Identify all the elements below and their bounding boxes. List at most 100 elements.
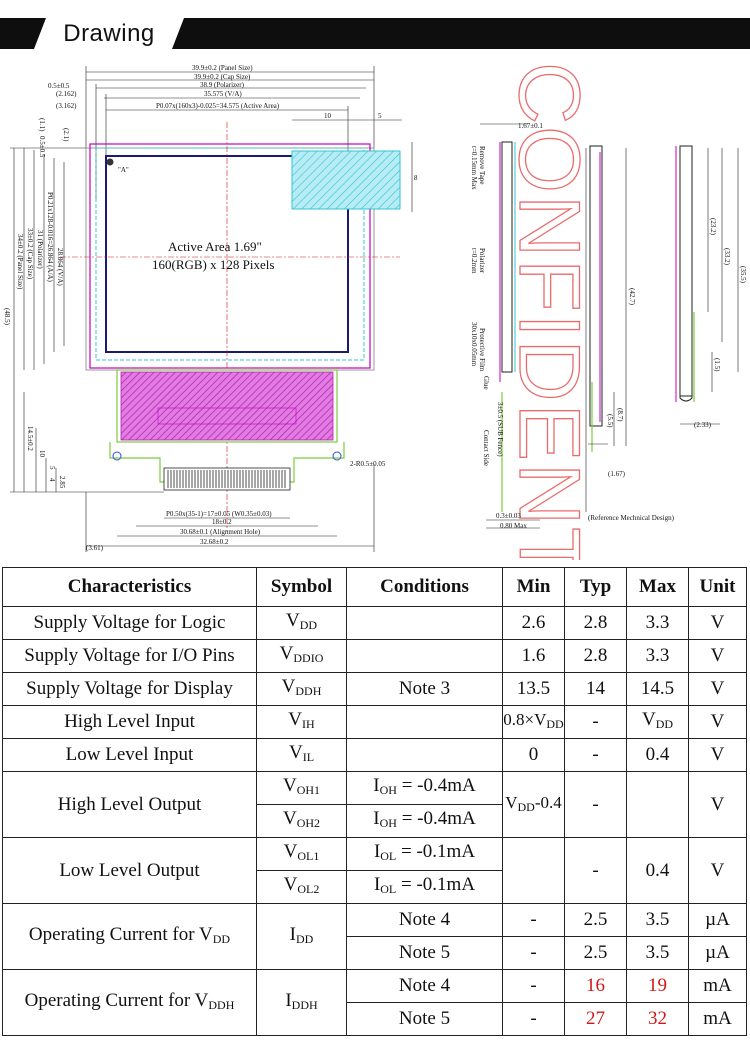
cell-typ: 2.5 [564, 936, 627, 970]
cell-symbol: IDDH [256, 969, 347, 1036]
cell-characteristic: Supply Voltage for I/O Pins [2, 639, 257, 673]
cell-condition: IOH = -0.4mA [346, 804, 503, 838]
table-row: VOH2 IOH = -0.4mA [3, 804, 747, 838]
cell-typ: 14 [564, 672, 627, 706]
dim-3162: (3.162) [56, 102, 77, 110]
dim-v-145: 14.5±0.2 [26, 426, 34, 451]
cell-unit: V [688, 771, 747, 838]
cell-characteristic: Low Level Output [2, 837, 257, 904]
table-row: Low Level Output VOL1 IOL = -0.1mA - 0.4… [2, 837, 747, 904]
corner-a-label: "A" [118, 166, 129, 174]
cell-symbol: VDDH [256, 672, 347, 706]
cell-unit: mA [688, 969, 747, 1003]
cell-characteristic: Supply Voltage for Logic [2, 606, 257, 640]
mechanical-drawing: CONFIDENTIAL 39.9±0.2 (Panel Size) 39.9±… [0, 52, 750, 560]
cell-unit: V [688, 705, 747, 739]
label-protective-film-size: 30x10x0.05mm [470, 322, 478, 367]
cell-condition [346, 705, 503, 739]
header-max: Max [626, 567, 689, 607]
cell-unit: µA [688, 903, 747, 937]
label-protective-film: Protective Film [478, 328, 486, 372]
active-area-line1: Active Area 1.69" [168, 239, 262, 254]
table-row: Operating Current for VDD IDD Note 4 - 2… [2, 903, 747, 970]
bottom-dimensions [85, 464, 375, 552]
cell-symbol: VOH1 [256, 771, 347, 805]
dim-v-polarizer: 31 (Polarizer) [36, 230, 44, 269]
cell-max: 3.5 [626, 936, 689, 970]
dim-radius: 2-R0.5±0.05 [350, 460, 386, 468]
dim-panel-size: 39.9±0.2 (Panel Size) [192, 64, 253, 72]
cell-condition [346, 606, 503, 640]
cell-typ: 2.5 [564, 903, 627, 937]
cell-symbol: VIH [256, 705, 347, 739]
cell-symbol: IDD [256, 903, 347, 970]
cell-condition: Note 4 [346, 969, 503, 1003]
cell-min: - [502, 903, 565, 937]
table-row: Supply Voltage for I/O Pins VDDIO 1.6 2.… [2, 639, 747, 673]
dim-21: (2.1) [62, 128, 70, 142]
cell-max: 3.3 [626, 639, 689, 673]
table-header-row: Characteristics Symbol Conditions Min Ty… [2, 567, 747, 607]
dim-pitch: P0.50x(35-1)=17±0.05 (W0.35±0.03) [166, 510, 272, 518]
table-row: High Level Output VOH1 IOH = -0.4mA VDD-… [2, 771, 747, 838]
cell-max: 3.5 [626, 903, 689, 937]
header-characteristics: Characteristics [2, 567, 257, 607]
cell-typ: - [564, 738, 627, 772]
dim-361: (3.61) [86, 544, 104, 552]
cell-max: 0.4 [626, 738, 689, 772]
dim-v-285: 2.85 [58, 476, 66, 489]
mechanical-drawing-svg: CONFIDENTIAL 39.9±0.2 (Panel Size) 39.9±… [3, 61, 747, 560]
dim-5: 5 [378, 112, 382, 120]
cell-condition [346, 639, 503, 673]
cell-min: 1.6 [502, 639, 565, 673]
cell-condition: IOL = -0.1mA [346, 870, 503, 904]
dim-332: (33.2) [723, 248, 731, 266]
cell-characteristic: Low Level Input [2, 738, 257, 772]
cell-condition: Note 5 [346, 936, 503, 970]
header-typ: Typ [564, 567, 627, 607]
cell-symbol: VDD [256, 606, 347, 640]
spec-table-container: Characteristics Symbol Conditions Min Ty… [2, 567, 747, 1036]
cell-max [626, 771, 689, 838]
cell-min [502, 837, 565, 904]
fpc-pins [167, 470, 286, 488]
dim-v-va: 28.864 (V/A) [56, 248, 64, 286]
header-unit: Unit [688, 567, 747, 607]
label-glue: Glue [482, 376, 490, 390]
cell-min: - [502, 1002, 565, 1036]
dim-55: (5.5) [606, 414, 614, 428]
dim-11: (1.1) [38, 118, 46, 132]
cell-typ: - [564, 705, 627, 739]
cell-typ: 27 [564, 1002, 627, 1036]
label-polarizer: Polarizer [478, 248, 486, 274]
dim-polarizer: 38.9 (Polarizer) [200, 81, 245, 89]
dim-15: (1.5) [713, 358, 721, 372]
cell-min: - [502, 969, 565, 1003]
dim-18: 18±0.2 [212, 518, 232, 526]
left-dimensions [10, 147, 164, 493]
label-remove-tape: Remove Tape [478, 146, 486, 184]
label-sub-fence: 3±0.5 (SUB Fence) [496, 402, 504, 457]
cell-min: - [502, 936, 565, 970]
cell-symbol: VOL1 [256, 837, 347, 871]
table-row: Note 5 - 2.5 3.5 µA [3, 936, 747, 970]
dim-active-area: P0.07x(160x3)-0.025=34.575 (Active Area) [156, 102, 280, 110]
cell-min: 0 [502, 738, 565, 772]
cell-condition: Note 5 [346, 1002, 503, 1036]
cell-symbol: VOH2 [256, 804, 347, 838]
dim-v-aa: P0.21x128-0.016=26.864 (A/A) [46, 192, 54, 283]
dim-3268: 32.68±0.2 [200, 538, 229, 546]
cell-max: 3.3 [626, 606, 689, 640]
cell-condition: IOL = -0.1mA [346, 837, 503, 871]
cell-unit: V [688, 837, 747, 904]
dim-232: (23.2) [709, 218, 717, 236]
cell-symbol: VDDIO [256, 639, 347, 673]
cell-unit: V [688, 738, 747, 772]
section-title-tab: Drawing [34, 18, 184, 49]
label-contact-side: Contact Side [482, 430, 490, 466]
dim-va: 35.575 (V/A) [204, 90, 242, 98]
dim-03: 0.3±0.03 [496, 512, 521, 520]
side-dim-167: 1.67±0.1 [518, 122, 543, 130]
cell-condition [346, 738, 503, 772]
dim-167p: (1.67) [608, 470, 626, 478]
